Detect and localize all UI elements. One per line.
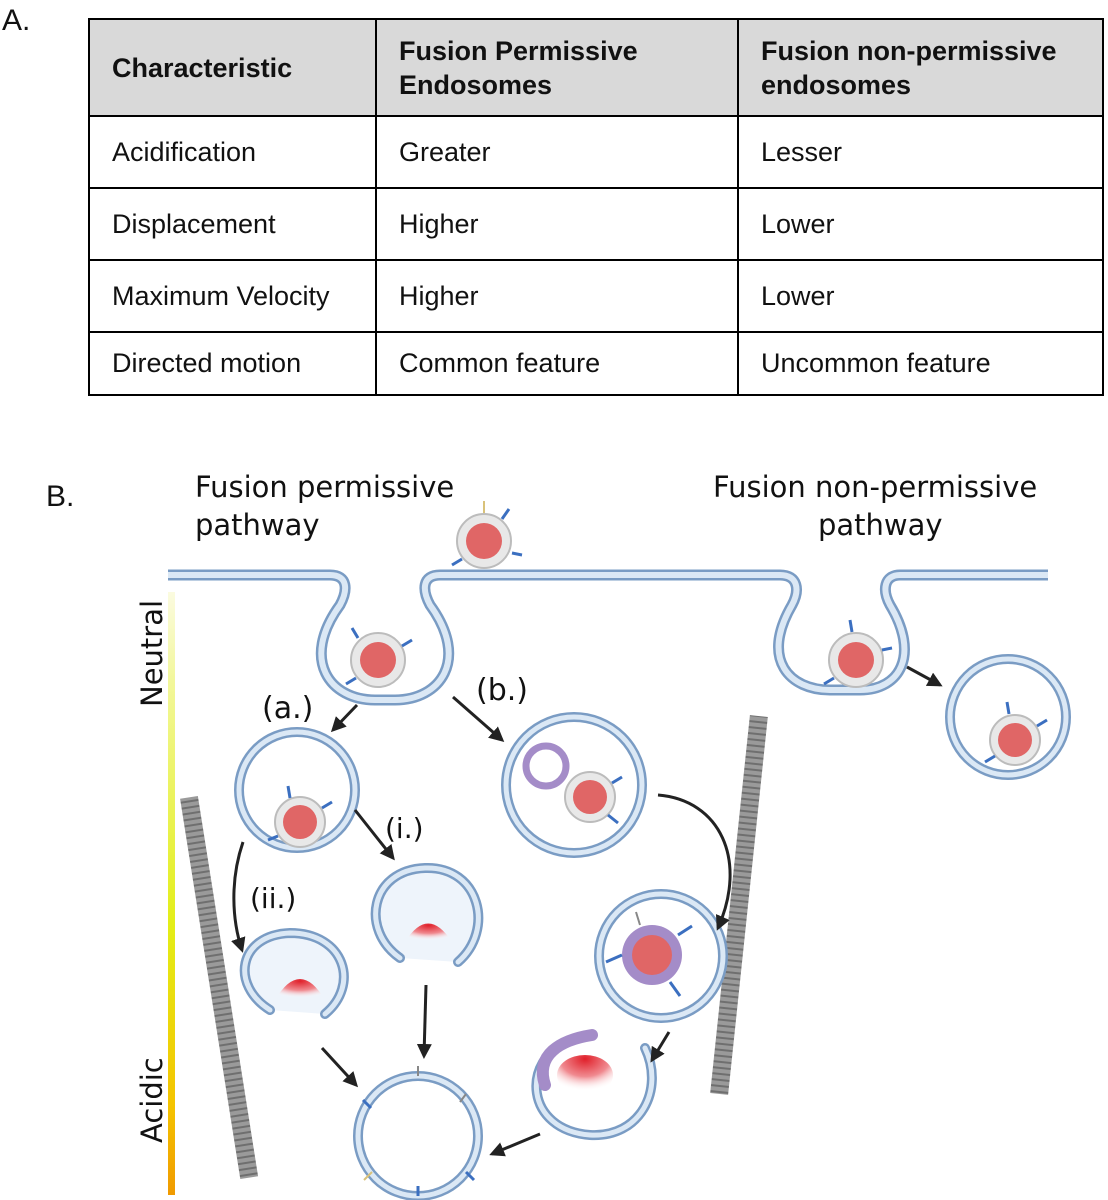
route-i-label: (i.) <box>385 812 424 845</box>
route-a-label: (a.) <box>262 691 313 726</box>
panel-b-label: B. <box>46 480 75 513</box>
route-ii-label: (ii.) <box>250 882 296 915</box>
header-characteristic: Characteristic <box>88 18 377 117</box>
table-cell: Lower <box>737 187 1104 261</box>
table-row: Displacement Higher Lower <box>88 187 1104 261</box>
table-cell: Uncommon feature <box>737 331 1104 396</box>
virus-in-pit-right <box>823 619 893 688</box>
table-row: Directed motion Common feature Uncommon … <box>88 331 1104 396</box>
arrow <box>906 665 943 687</box>
ph-acidic-label: Acidic <box>135 1057 169 1143</box>
pathway-arrows <box>231 665 943 1157</box>
virus-in-pit-left <box>345 627 413 688</box>
microtubule-left <box>180 795 259 1180</box>
arrow <box>231 841 246 953</box>
microtubule-right <box>710 715 768 1095</box>
virus-extracellular <box>451 501 523 569</box>
fusing-endosome-ii <box>239 927 349 1019</box>
ph-gradient-bar <box>168 592 175 1195</box>
non-permissive-endosome <box>945 654 1071 780</box>
panel-a-label: A. <box>2 4 31 37</box>
fused-late-endosome <box>353 1066 483 1200</box>
early-endosome-a <box>234 727 360 853</box>
table-row: Acidification Greater Lesser <box>88 115 1104 189</box>
right-pathway-title-line2: pathway <box>818 508 943 542</box>
table-row: Maximum Velocity Higher Lower <box>88 259 1104 333</box>
table-cell: Higher <box>375 187 739 261</box>
table-cell: Common feature <box>375 331 739 396</box>
early-endosome-b <box>501 712 647 858</box>
arrow <box>657 793 732 931</box>
fusing-endosome-b <box>531 1029 657 1141</box>
arrow <box>416 984 432 1059</box>
arrow <box>489 1132 541 1157</box>
arrow <box>353 809 395 861</box>
right-pathway-title-line1: Fusion non-permissive <box>713 470 1037 504</box>
fusing-endosome-i <box>370 862 484 967</box>
header-fusion-permissive: Fusion Permissive Endosomes <box>375 18 739 117</box>
arrow <box>320 1046 359 1088</box>
table-cell: Lower <box>737 259 1104 333</box>
table-cell: Displacement <box>88 187 377 261</box>
arrow <box>330 703 359 733</box>
table-cell: Maximum Velocity <box>88 259 377 333</box>
header-fusion-non-permissive: Fusion non-permissive endosomes <box>737 18 1104 117</box>
table-cell: Higher <box>375 259 739 333</box>
table-header-row: Characteristic Fusion Permissive Endosom… <box>88 18 1104 117</box>
late-endosome-b <box>594 889 728 1023</box>
endosome-comparison-table: Characteristic Fusion Permissive Endosom… <box>88 18 1104 396</box>
arrow <box>452 695 505 742</box>
arrow <box>650 1031 671 1063</box>
table-cell: Lesser <box>737 115 1104 189</box>
left-pathway-title-line1: Fusion permissive <box>195 470 454 504</box>
table-cell: Acidification <box>88 115 377 189</box>
left-pathway-title-line2: pathway <box>195 508 320 542</box>
plasma-membrane <box>168 569 1048 706</box>
table-cell: Greater <box>375 115 739 189</box>
ph-neutral-label: Neutral <box>135 600 169 707</box>
route-b-label: (b.) <box>476 673 528 708</box>
table-cell: Directed motion <box>88 331 377 396</box>
